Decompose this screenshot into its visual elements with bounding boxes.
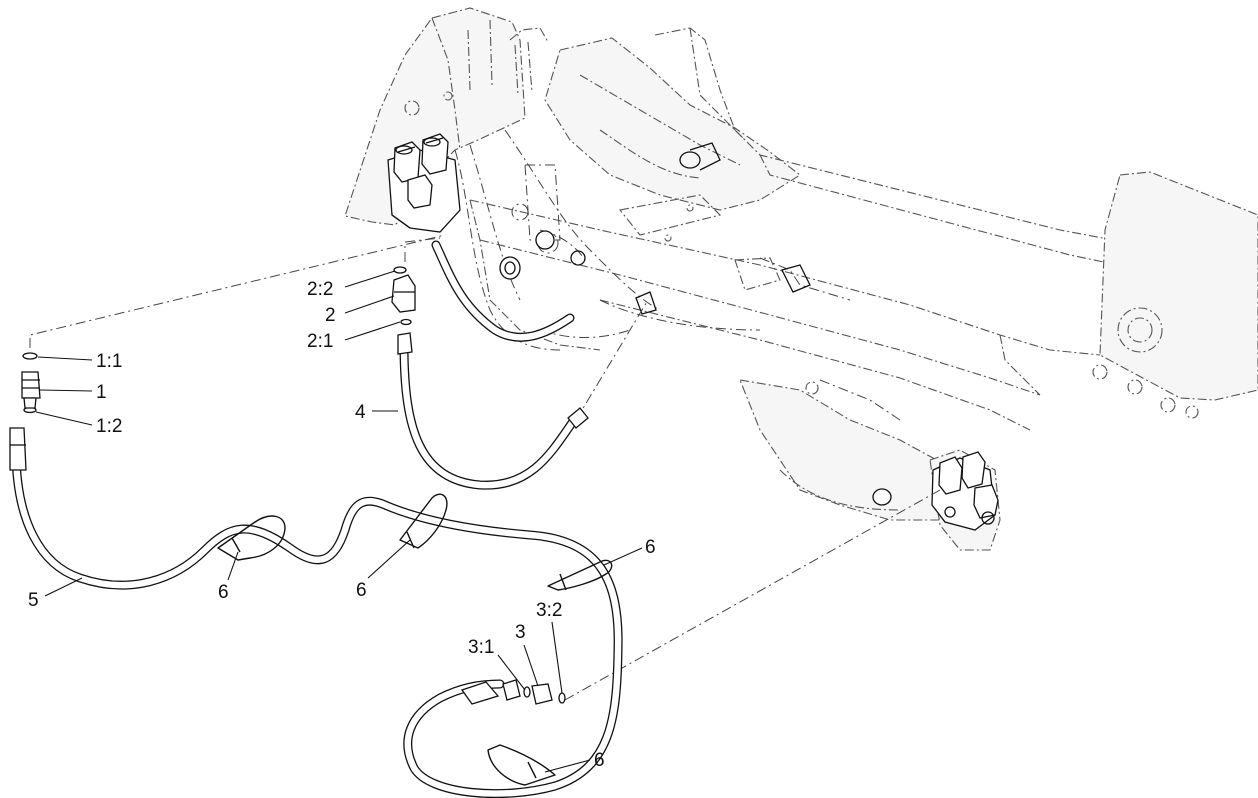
lower-right-valve-block	[931, 451, 999, 531]
callout-labels: 1:1 1 1:2 2:2 2 2:1 4 5 6 6 6 6 3:1 3 3:…	[28, 279, 656, 771]
callout-3-2: 3:2	[536, 600, 562, 621]
fitting-3	[502, 679, 566, 705]
callout-4: 4	[355, 402, 366, 423]
upper-valve-block	[387, 133, 721, 233]
assembly-lines	[29, 234, 941, 701]
callout-2-1: 2:1	[307, 331, 333, 352]
internal-mechanism	[454, 129, 901, 421]
callout-2-2: 2:2	[307, 279, 333, 300]
hose-5	[9, 427, 623, 798]
frame-bolts	[499, 230, 892, 506]
callout-1-2: 1:2	[96, 416, 122, 437]
callout-2: 2	[325, 305, 336, 326]
callout-1-1: 1:1	[96, 351, 122, 372]
machine-frame	[344, 7, 1258, 551]
callout-6-b: 6	[356, 580, 367, 601]
leader-lines	[35, 270, 643, 773]
upper-hose-run	[431, 240, 575, 342]
callout-1: 1	[96, 382, 107, 403]
callout-3-1: 3:1	[468, 637, 494, 658]
fitting-1	[21, 352, 41, 414]
callout-6-a: 6	[218, 582, 229, 603]
callout-5: 5	[28, 590, 39, 611]
hose-clips	[217, 493, 613, 786]
callout-6-d: 6	[594, 750, 605, 771]
callout-3: 3	[515, 622, 526, 643]
fitting-2	[391, 266, 416, 326]
hose-4	[397, 332, 589, 490]
callout-6-c: 6	[645, 537, 656, 558]
